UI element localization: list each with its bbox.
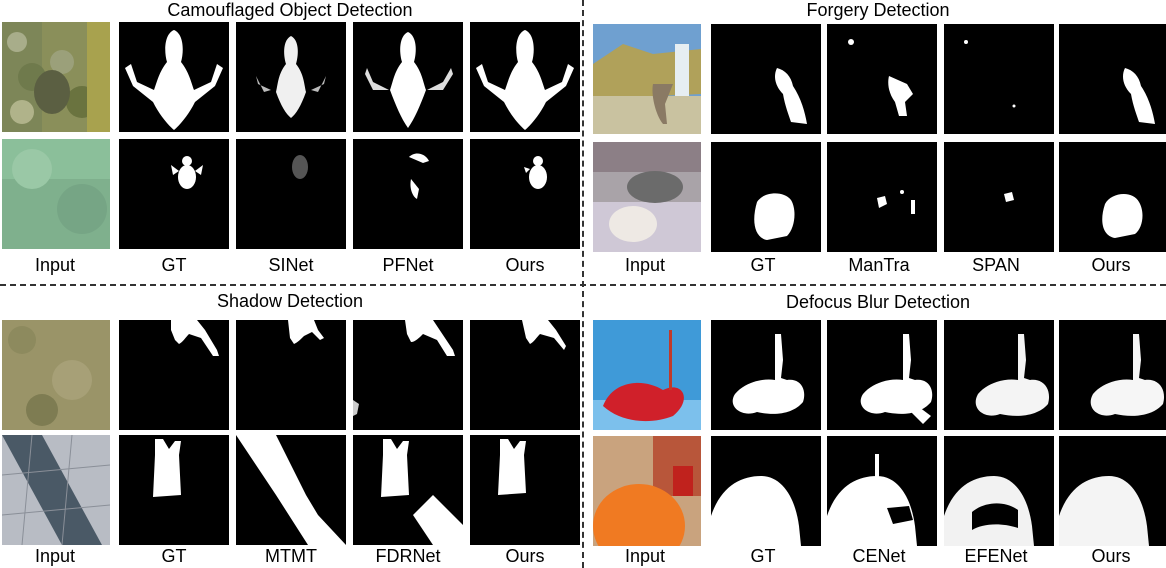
defocus-gt-1 bbox=[711, 320, 821, 430]
shadow-label-gt: GT bbox=[161, 546, 187, 566]
shadow-ours-1 bbox=[470, 320, 580, 430]
forgery-label-input: Input bbox=[624, 255, 666, 275]
shadow-gt-1 bbox=[119, 320, 229, 430]
camo-sinet-1 bbox=[236, 22, 346, 132]
forgery-span-1 bbox=[944, 24, 1054, 134]
defocus-ours-2 bbox=[1059, 436, 1166, 546]
defocus-efenet-1 bbox=[944, 320, 1054, 430]
camo-input-frog bbox=[2, 22, 110, 132]
defocus-gt-2 bbox=[711, 436, 821, 546]
shadow-fdrnet-2 bbox=[353, 435, 463, 545]
camo-label-gt: GT bbox=[161, 255, 187, 275]
camo-gt-2 bbox=[119, 139, 229, 249]
camo-ours-2 bbox=[470, 139, 580, 249]
forgery-ours-2 bbox=[1059, 142, 1166, 252]
shadow-input-tiles bbox=[2, 435, 110, 545]
defocus-input-orange bbox=[593, 436, 701, 546]
camo-label-sinet: SINet bbox=[268, 255, 314, 275]
forgery-label-ours: Ours bbox=[1091, 255, 1131, 275]
defocus-label-gt: GT bbox=[750, 546, 776, 566]
forgery-label-mantra: ManTra bbox=[848, 255, 910, 275]
camo-gt-1 bbox=[119, 22, 229, 132]
shadow-label-ours: Ours bbox=[505, 546, 545, 566]
camo-ours-1 bbox=[470, 22, 580, 132]
forgery-mantra-2 bbox=[827, 142, 937, 252]
defocus-ours-1 bbox=[1059, 320, 1166, 430]
defocus-label-cenet: CENet bbox=[852, 546, 906, 566]
defocus-efenet-2 bbox=[944, 436, 1054, 546]
shadow-mtmt-2 bbox=[236, 435, 346, 545]
defocus-input-flower bbox=[593, 320, 701, 430]
camo-label-pfnet: PFNet bbox=[382, 255, 434, 275]
shadow-ours-2 bbox=[470, 435, 580, 545]
defocus-label-input: Input bbox=[624, 546, 666, 566]
forgery-gt-1 bbox=[711, 24, 821, 134]
forgery-gt-2 bbox=[711, 142, 821, 252]
camo-label-input: Input bbox=[34, 255, 76, 275]
camo-title: Camouflaged Object Detection bbox=[167, 0, 413, 20]
defocus-cenet-1 bbox=[827, 320, 937, 430]
forgery-title: Forgery Detection bbox=[806, 0, 950, 20]
camo-pfnet-1 bbox=[353, 22, 463, 132]
defocus-cenet-2 bbox=[827, 436, 937, 546]
camo-sinet-2 bbox=[236, 139, 346, 249]
horizontal-divider bbox=[0, 284, 1166, 286]
shadow-title: Shadow Detection bbox=[216, 291, 364, 311]
shadow-fdrnet-1 bbox=[353, 320, 463, 430]
forgery-input-animals bbox=[593, 142, 701, 252]
shadow-gt-2 bbox=[119, 435, 229, 545]
shadow-label-fdrnet: FDRNet bbox=[375, 546, 441, 566]
defocus-title: Defocus Blur Detection bbox=[785, 292, 971, 312]
shadow-input-ground bbox=[2, 320, 110, 430]
camo-input-turtle bbox=[2, 139, 110, 249]
forgery-span-2 bbox=[944, 142, 1054, 252]
shadow-label-input: Input bbox=[34, 546, 76, 566]
camo-label-ours: Ours bbox=[505, 255, 545, 275]
defocus-label-efenet: EFENet bbox=[964, 546, 1028, 566]
forgery-ours-1 bbox=[1059, 24, 1166, 134]
camo-pfnet-2 bbox=[353, 139, 463, 249]
forgery-label-span: SPAN bbox=[972, 255, 1020, 275]
shadow-mtmt-1 bbox=[236, 320, 346, 430]
defocus-label-ours: Ours bbox=[1091, 546, 1131, 566]
forgery-label-gt: GT bbox=[750, 255, 776, 275]
forgery-input-beach bbox=[593, 24, 701, 134]
forgery-mantra-1 bbox=[827, 24, 937, 134]
shadow-label-mtmt: MTMT bbox=[265, 546, 317, 566]
